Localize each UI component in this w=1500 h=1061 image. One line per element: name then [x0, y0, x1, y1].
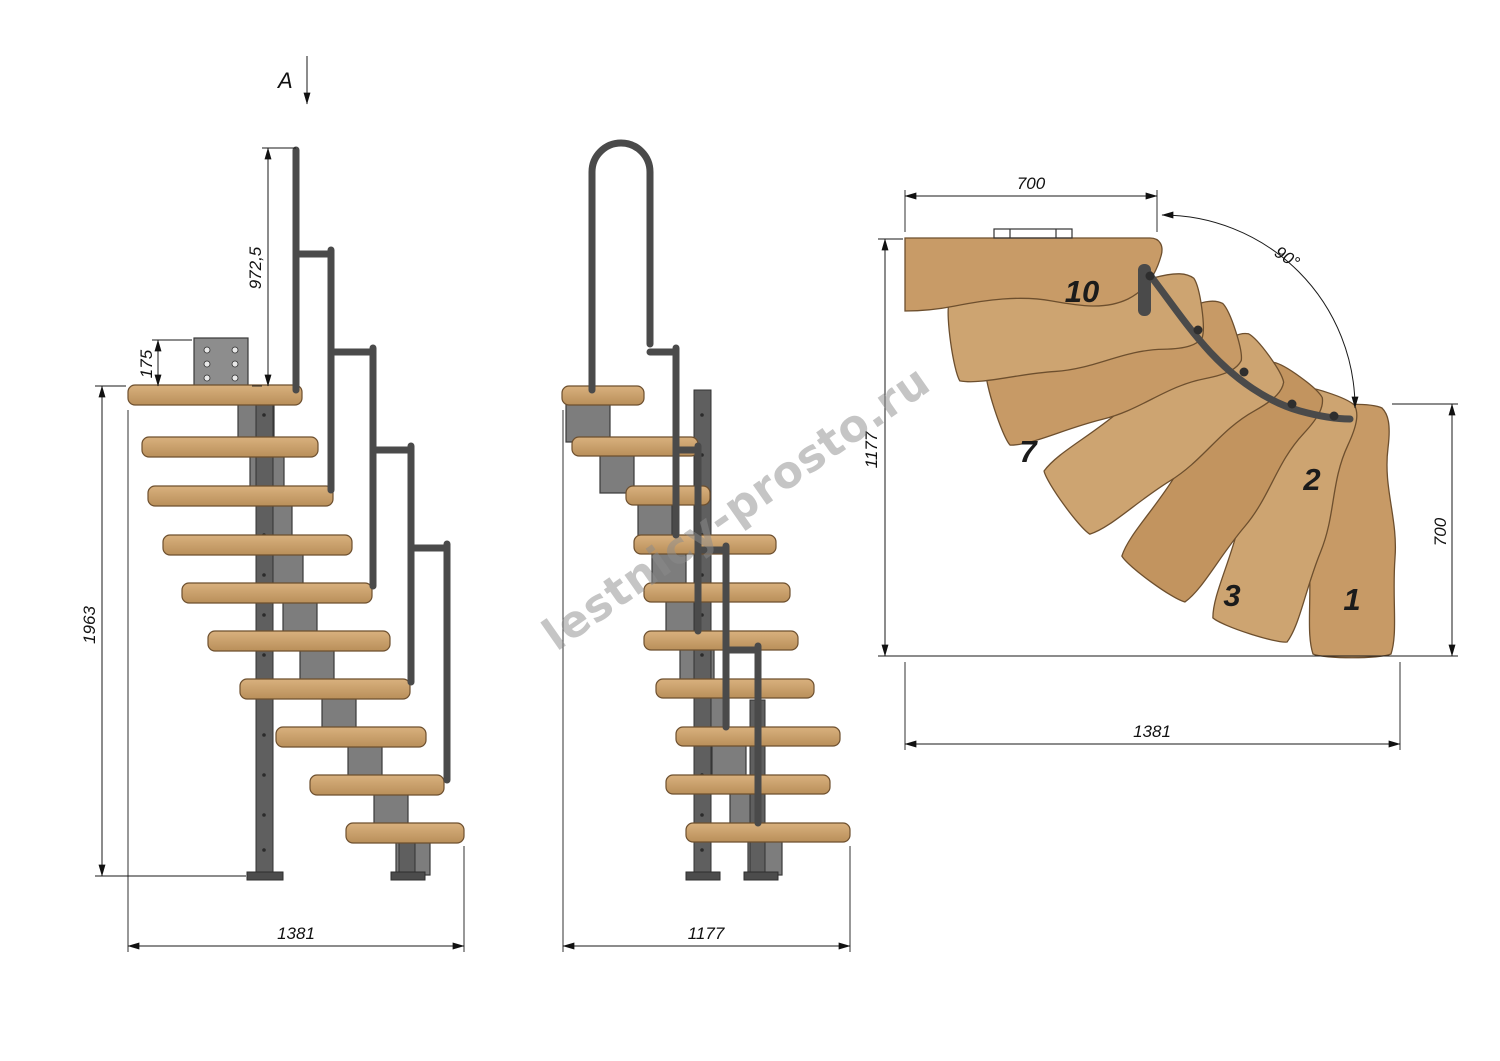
- base-plate: [390, 871, 426, 881]
- tread-number-10: 10: [1065, 274, 1099, 309]
- tread-number-2: 2: [1302, 462, 1320, 497]
- handrail-side: [292, 146, 451, 784]
- handrail-front: [588, 139, 762, 827]
- front-view-treads: [561, 385, 851, 843]
- plan-tread-numbers: 10 7 2 3 1: [1019, 274, 1360, 617]
- side-view-dimensions: 972,5 175 1963 1381: [80, 147, 465, 952]
- plan-view: 10 7 2 3 1 700 90° 1177 700 1381: [862, 174, 1458, 750]
- section-label: A: [276, 68, 293, 93]
- wall-mount-plate: [193, 337, 249, 389]
- dim-plan-top: 700: [1017, 174, 1046, 193]
- base-plate: [685, 871, 721, 881]
- tread-number-3: 3: [1223, 578, 1240, 613]
- dim-front-width: 1177: [688, 924, 725, 943]
- plan-mount-bracket: [993, 228, 1073, 239]
- tread-number-1: 1: [1343, 582, 1360, 617]
- dim-plate-height: 175: [137, 349, 156, 378]
- dim-plan-right: 700: [1431, 517, 1450, 546]
- dim-plan-bottom: 1381: [1133, 722, 1171, 741]
- front-view-dimensions: 1177: [562, 410, 851, 952]
- side-view-treads: [127, 384, 465, 844]
- base-plate: [743, 871, 779, 881]
- angle-arc: [1161, 211, 1359, 409]
- dim-plan-left: 1177: [862, 431, 881, 468]
- dim-side-width: 1381: [277, 924, 315, 943]
- dim-total-height: 1963: [80, 606, 99, 644]
- base-plate: [246, 871, 284, 881]
- tread-number-7: 7: [1019, 434, 1038, 469]
- column-bolts: [262, 413, 266, 852]
- dim-rail-height: 972,5: [246, 246, 265, 289]
- handrail-loop: [588, 139, 654, 394]
- front-elevation-view: 1177: [561, 139, 851, 952]
- dim-plan-angle: 90°: [1271, 242, 1303, 272]
- side-elevation-view: A: [80, 56, 465, 952]
